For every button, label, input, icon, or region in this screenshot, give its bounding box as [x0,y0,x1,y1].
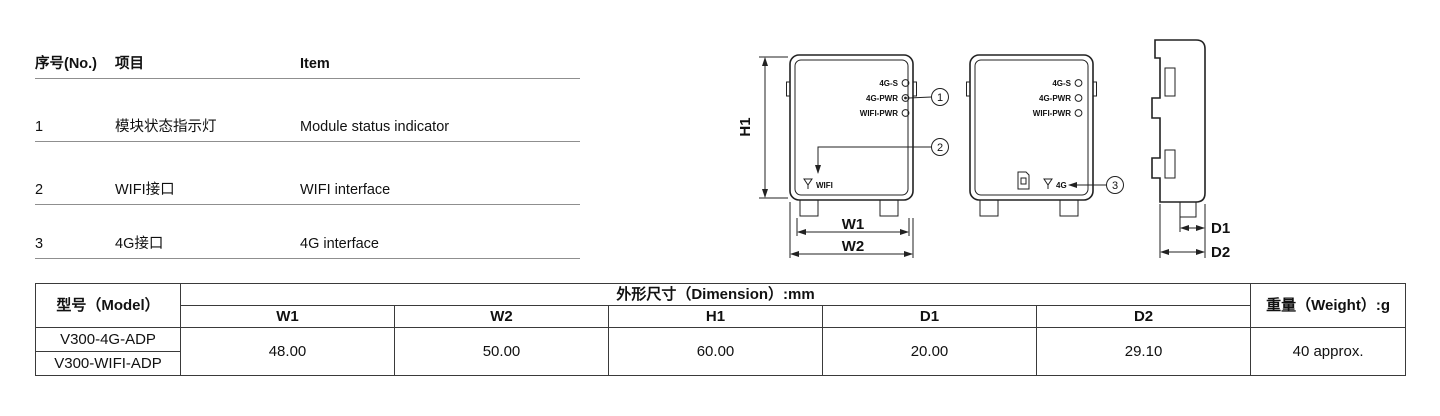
spec-header-row-2: W1 W2 H1 D1 D2 [36,305,1406,328]
value-w2: 50.00 [394,327,609,376]
dim-label-h1: H1 [737,117,754,136]
spec-header-row-1: 型号（Model） 外形尺寸（Dimension）:mm 重量（Weight）:… [35,283,1407,328]
dim-label-w2: W2 [842,238,865,255]
col-header-no: 序号(No.) [35,56,98,73]
value-h1: 60.00 [608,327,823,376]
table-row: 1 模块状态指示灯 Module status indicator [35,79,580,142]
dim-label-w1: W1 [842,216,865,233]
dimension-h1: H1 [737,56,788,199]
led-label-wifi-pwr: WIFI-PWR [1033,109,1071,118]
col-header-w2: W2 [394,305,609,328]
col-header-h1: H1 [608,305,823,328]
model-header: 型号（Model） [35,283,181,328]
col-header-w1: W1 [180,305,395,328]
dimension-w2: W2 [789,202,914,258]
front-view-right: 4G-S 4G-PWR WIFI-PWR 4G [966,54,1124,217]
dimension-d1: D1 [1179,204,1230,258]
row-item-cn: 模块状态指示灯 [115,119,217,136]
technical-drawing: 4G-S 4G-PWR WIFI-PWR WIFI [700,0,1260,280]
row-item-cn: 4G接口 [115,236,164,253]
led-wifi-pwr-icon [901,109,910,117]
parts-table: 序号(No.) 项目 Item 1 模块状态指示灯 Module status … [35,55,580,259]
led-4g-pwr-icon [901,94,910,102]
front-view-left: 4G-S 4G-PWR WIFI-PWR WIFI [737,54,949,258]
row-item-en: WIFI interface [300,182,391,199]
callout-2-number: 2 [937,142,943,154]
row-no: 2 [35,182,44,199]
led-labels-left: 4G-S 4G-PWR WIFI-PWR [860,79,910,118]
row-item-cn: WIFI接口 [115,182,175,199]
callout-1-number: 1 [937,92,943,104]
callout-2: 2 [815,138,949,174]
model-cell: V300-WIFI-ADP [35,351,181,376]
dim-label-d1: D1 [1211,220,1230,237]
dimension-header: 外形尺寸（Dimension）:mm [179,283,1252,306]
spec-table: 型号（Model） 外形尺寸（Dimension）:mm 重量（Weight）:… [35,283,1407,376]
4g-antenna-label: 4G [1056,181,1067,190]
col-header-item-en: Item [300,56,330,73]
callout-3: 3 [1068,176,1124,194]
sim-card-icon [1017,171,1030,190]
led-wifi-pwr-icon [1074,109,1083,117]
value-w1: 48.00 [180,327,395,376]
row-no: 3 [35,236,44,253]
parts-table-header: 序号(No.) 项目 Item [35,55,580,79]
led-label-4g-pwr: 4G-PWR [866,94,898,103]
wifi-antenna-icon: WIFI [803,178,833,190]
model-cell: V300-4G-ADP [35,327,181,352]
led-label-wifi-pwr: WIFI-PWR [860,109,898,118]
led-4g-pwr-icon [1074,94,1083,102]
callout-3-number: 3 [1112,180,1118,192]
table-row: 3 4G接口 4G interface [35,205,580,259]
col-header-item-cn: 项目 [115,56,144,73]
led-4g-pwr-dot [904,96,907,100]
value-d2: 29.10 [1035,327,1252,376]
spec-data-row-2: V300-WIFI-ADP [35,351,1406,376]
4g-antenna-icon: 4G [1043,178,1067,190]
dimension-w1: W1 [796,216,910,236]
dimension-d2: D2 [1159,204,1230,261]
led-label-4g-s: 4G-S [879,79,898,88]
row-item-en: 4G interface [300,236,379,253]
side-view: D1 D2 [1151,39,1230,261]
value-d1: 20.00 [822,327,1037,376]
row-item-en: Module status indicator [300,119,450,136]
callout-1: 1 [908,88,949,106]
dim-label-d2: D2 [1211,244,1230,261]
weight-header: 重量（Weight）:g [1250,283,1407,328]
wifi-antenna-label: WIFI [816,181,833,190]
row-no: 1 [35,119,44,136]
device-drawing-svg: 4G-S 4G-PWR WIFI-PWR WIFI [737,39,1230,261]
led-label-4g-s: 4G-S [1052,79,1071,88]
col-header-d2: D2 [1035,305,1252,328]
table-row: 2 WIFI接口 WIFI interface [35,142,580,205]
spec-data-row-1: V300-4G-ADP 48.00 50.00 60.00 20.00 29.1… [35,327,1407,376]
led-label-4g-pwr: 4G-PWR [1039,94,1071,103]
value-weight: 40 approx. [1250,327,1407,376]
led-4g-s-icon [1074,79,1083,87]
led-labels-right: 4G-S 4G-PWR WIFI-PWR [1033,79,1083,118]
col-header-d1: D1 [822,305,1037,328]
led-4g-s-icon [901,79,910,87]
